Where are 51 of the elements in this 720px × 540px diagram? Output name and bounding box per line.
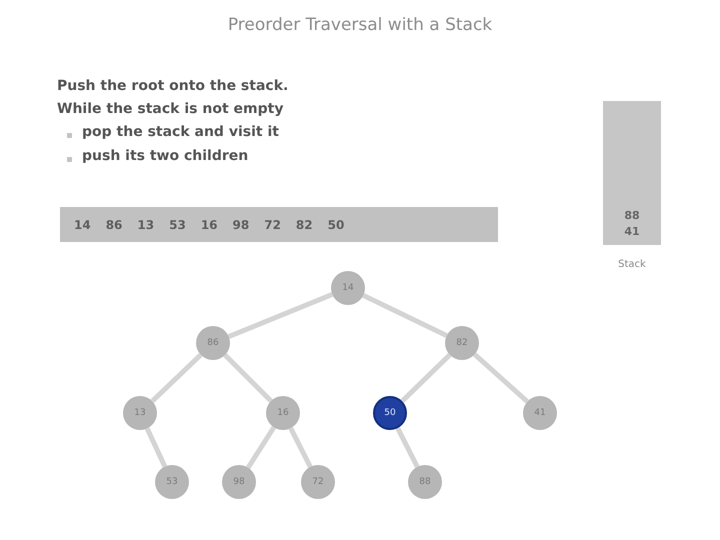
title: Preorder Traversal with a Stack (226, 15, 494, 35)
instruction-text: Push the root onto the stack. (57, 78, 288, 94)
tree-node (331, 271, 365, 305)
node-value: 13 (134, 408, 146, 418)
stack-value: 41 (624, 225, 640, 238)
node-value: 86 (207, 338, 219, 348)
array-bar (60, 207, 498, 242)
instruction-text: pop the stack and visit it (82, 124, 279, 140)
tree-edge (144, 427, 168, 468)
array-value: 14 (74, 218, 91, 232)
node-value: 98 (233, 477, 245, 487)
node-value: 72 (312, 477, 324, 487)
instruction-text: push its two children (82, 148, 248, 164)
tree-node (222, 465, 256, 499)
array-value: 82 (296, 218, 313, 232)
tree-node (301, 465, 335, 499)
array-value: 86 (106, 218, 122, 232)
stack-column (603, 101, 661, 245)
tree-node (155, 465, 189, 499)
tree-edge (246, 426, 276, 470)
tree-node (445, 326, 479, 360)
tree-node (196, 326, 230, 360)
tree-edge (150, 352, 202, 404)
array-value: 50 (328, 218, 344, 232)
instruction-text: While the stack is not empty (57, 101, 284, 117)
tree-edge (223, 353, 273, 403)
tree-edge (395, 427, 420, 468)
node-value: 50 (384, 408, 396, 418)
array-value: 16 (200, 218, 218, 232)
node-value: 53 (166, 477, 178, 487)
tree-node (523, 396, 557, 430)
node-value: 16 (277, 408, 289, 418)
node-value: 82 (456, 338, 468, 348)
array-value: 98 (232, 218, 250, 232)
array-value: 53 (169, 218, 186, 232)
node-value: 14 (342, 283, 354, 293)
tree-node (266, 396, 300, 430)
tree-node (123, 396, 157, 430)
tree-edge (288, 427, 313, 468)
stack-caption: Stack (617, 259, 647, 270)
array-value: 13 (137, 218, 154, 232)
array-value: 72 (264, 218, 281, 232)
tree-edge (228, 292, 334, 339)
tree-edge (400, 353, 452, 403)
tree-node (408, 465, 442, 499)
tree-node (373, 396, 407, 430)
tree-edge (362, 293, 448, 338)
node-value: 41 (534, 408, 546, 418)
node-value: 88 (419, 477, 431, 487)
tree-edge (472, 352, 530, 404)
stack-value: 88 (624, 209, 640, 222)
